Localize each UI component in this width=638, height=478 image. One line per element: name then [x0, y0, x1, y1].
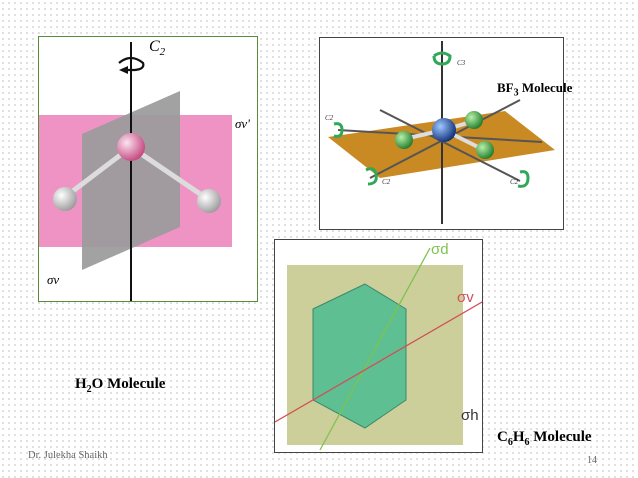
hydrogen-atom-right — [197, 189, 221, 213]
boron-atom — [432, 118, 456, 142]
c2-left-label: C2 — [325, 114, 334, 122]
sigma-d-label: σd — [431, 241, 449, 258]
sigma-v-prime-label: σv' — [235, 116, 250, 131]
c6h6-caption: C6H6 Molecule — [497, 429, 592, 448]
sigma-v-label: σv — [47, 272, 59, 287]
bf3-caption: BF3 Molecule — [497, 80, 573, 99]
fluorine-atom-3 — [476, 141, 494, 159]
h2o-diagram-panel: C2 σv' σv — [38, 36, 258, 302]
fluorine-atom-1 — [395, 131, 413, 149]
h2o-caption: H2O Molecule — [75, 376, 166, 395]
c2-rotation-icon-br — [517, 170, 530, 188]
c3-rotation-icon — [432, 51, 452, 66]
fluorine-atom-2 — [465, 111, 483, 129]
sigma-v-label: σv — [457, 289, 474, 306]
sigma-v-line — [275, 301, 482, 423]
c6h6-diagram: σd σv σh — [275, 241, 482, 451]
c2-rotation-icon-bl — [365, 167, 378, 186]
sigma-h-label: σh — [461, 407, 479, 424]
oh-bond-right — [129, 144, 211, 203]
h2o-diagram: C2 σv' σv — [39, 38, 250, 301]
c2-bottom-left-label: C2 — [382, 178, 391, 186]
page-number: 14 — [587, 455, 597, 466]
arrowhead-icon — [119, 66, 128, 74]
sigma-d-line — [319, 247, 431, 451]
c2-bottom-right-label: C2 — [510, 178, 519, 186]
c2-label: C2 — [149, 38, 166, 58]
rotation-arrow-icon — [118, 56, 145, 72]
c2-rotation-icon-left — [333, 122, 344, 138]
author-footer: Dr. Julekha Shaikh — [28, 450, 108, 461]
benzene-hexagon — [313, 284, 406, 428]
c6h6-diagram-panel: σd σv σh — [274, 239, 483, 453]
hexagon-outline — [312, 283, 407, 429]
hydrogen-atom-left — [53, 187, 77, 211]
c2-axis-br — [379, 109, 521, 182]
c3-top-label: C3 — [457, 59, 466, 67]
bf3-diagram-panel: C3 C2 C2 C2 — [319, 37, 564, 230]
oxygen-atom — [117, 133, 145, 161]
bf3-diagram: C3 C2 C2 C2 — [325, 41, 555, 224]
